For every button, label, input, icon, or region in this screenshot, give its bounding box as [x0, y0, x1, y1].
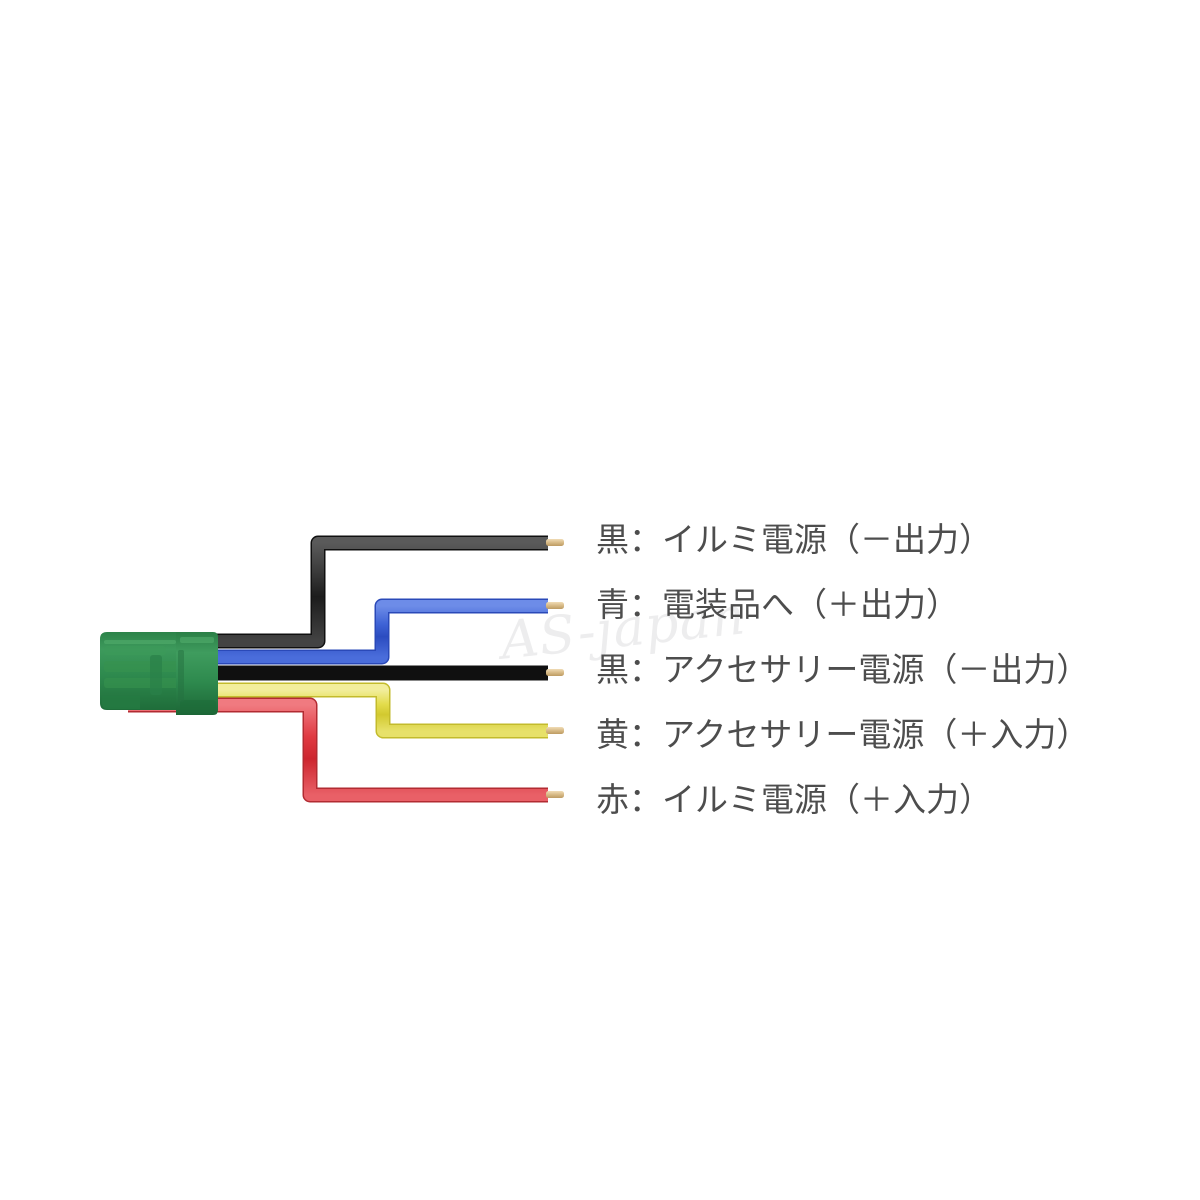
wire-black-illumination-output: [128, 535, 564, 649]
wire-tip-black-illumination: [546, 539, 564, 546]
green-connector-housing: [100, 632, 218, 715]
wire-tip-black-accessory: [546, 669, 564, 676]
wire-tip-blue: [546, 602, 564, 609]
legend-row-black-illumination: 黒：イルミ電源（－出力）: [596, 508, 1196, 573]
legend-row-blue-device: 青：電装品へ（＋出力）: [596, 573, 1196, 638]
legend-label-blue-device: 青：電装品へ（＋出力）: [596, 585, 959, 625]
connector-seam: [178, 650, 184, 702]
legend-row-black-accessory: 黒：アクセサリー電源（－出力）: [596, 638, 1196, 703]
wire-tip-yellow: [546, 727, 564, 734]
connector-groove-2: [104, 661, 182, 672]
connector-right-highlight: [180, 637, 214, 643]
legend-label-yellow-accessory: 黄：アクセサリー電源（＋入力）: [596, 715, 1090, 755]
connector-highlight-top: [104, 640, 176, 644]
legend-label-black-accessory: 黒：アクセサリー電源（－出力）: [596, 650, 1090, 690]
wire-legend: 黒：イルミ電源（－出力） 青：電装品へ（＋出力） 黒：アクセサリー電源（－出力）…: [596, 508, 1196, 833]
connector-left-tab: [102, 696, 140, 709]
connector-center-rib: [150, 655, 162, 695]
connector-right-block: [176, 632, 218, 715]
wire-blue-device-output: [128, 598, 564, 665]
wire-yellow-accessory-input: [128, 682, 564, 739]
legend-label-black-illumination: 黒：イルミ電源（－出力）: [596, 520, 992, 560]
connector-groove-1: [104, 646, 166, 655]
wire-tip-red: [546, 791, 564, 798]
legend-row-red-illumination: 赤：イルミ電源（＋入力）: [596, 768, 1196, 833]
legend-label-red-illumination: 赤：イルミ電源（＋入力）: [596, 780, 992, 820]
connector-right-shadow: [180, 700, 216, 712]
wire-red-illumination-input: [128, 697, 564, 803]
legend-row-yellow-accessory: 黄：アクセサリー電源（＋入力）: [596, 703, 1196, 768]
connector-groove-3: [104, 678, 182, 688]
wire-group: [128, 535, 564, 803]
